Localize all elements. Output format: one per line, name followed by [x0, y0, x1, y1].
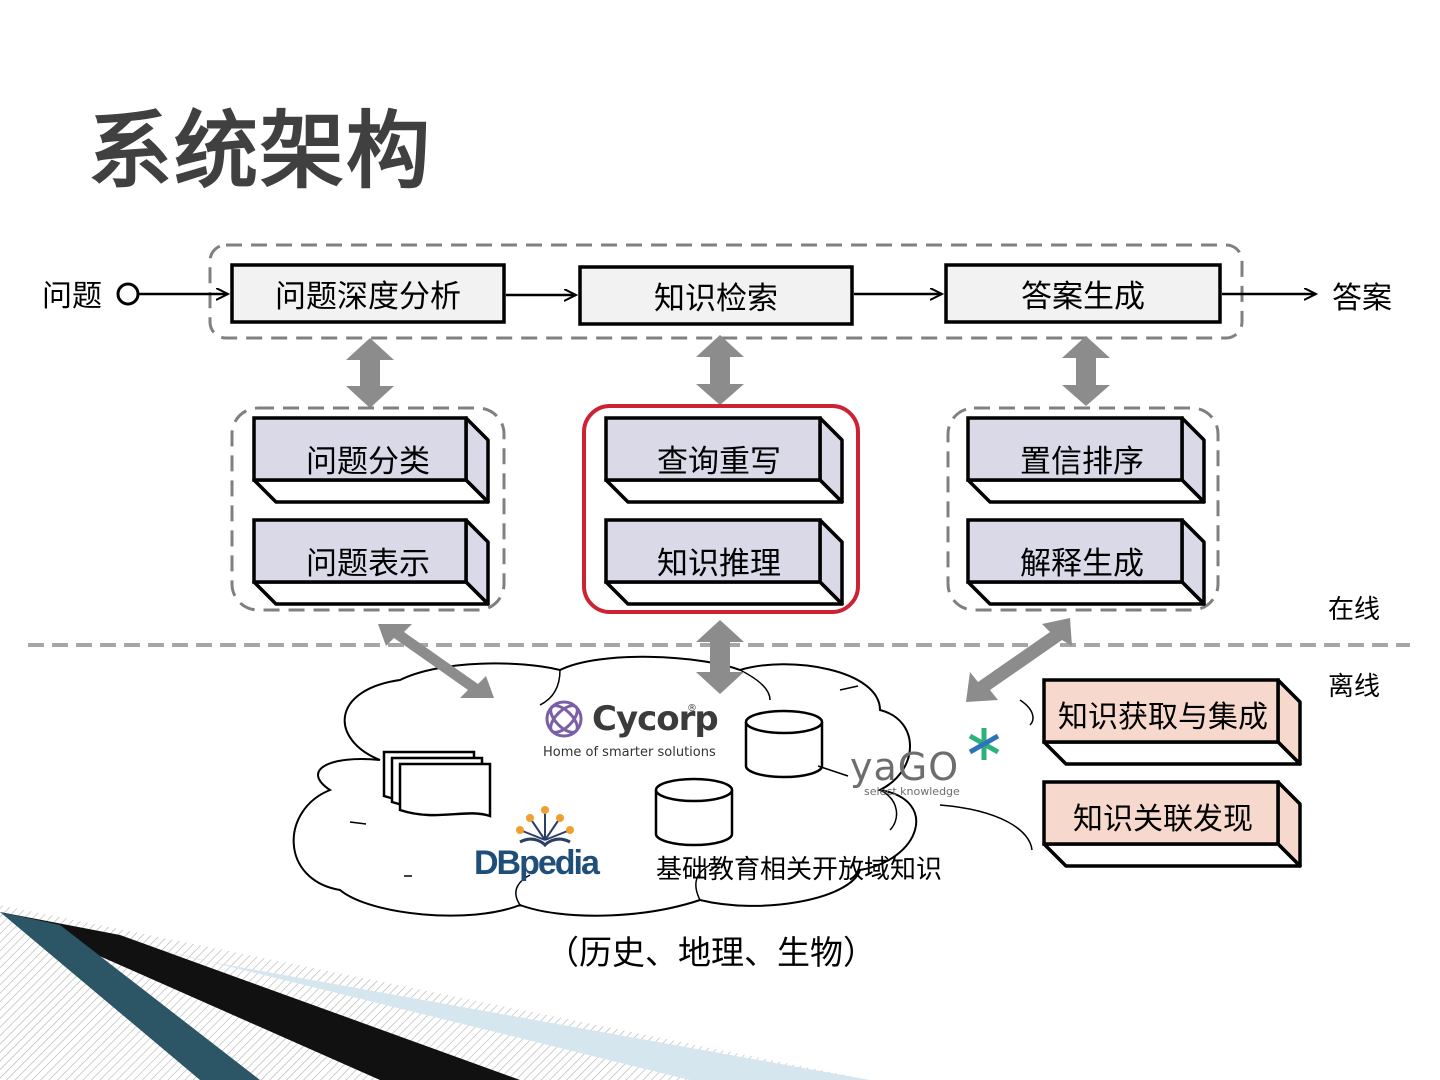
yago-logo-text: yaGO [850, 745, 960, 789]
database-icon [654, 709, 824, 847]
corner-decoration [0, 905, 870, 1080]
yago-star-icon [968, 728, 1000, 760]
module-group-left [230, 406, 506, 612]
flow-output-label: 答案 [1332, 281, 1392, 316]
vertical-arrows [346, 335, 1110, 408]
dbpedia-logo-icon [516, 806, 574, 848]
module-box-question-classification [252, 416, 490, 504]
stage-box-generation [944, 263, 1222, 324]
module-box-explanation-generation [966, 518, 1206, 606]
stage-label-generation: 答案生成 [1021, 279, 1145, 315]
module-box-confidence-ranking [966, 416, 1206, 504]
cycorp-registered-mark: ® [687, 703, 697, 714]
cycorp-logo-text: Cycorp [592, 699, 719, 739]
stage-label-analysis: 问题深度分析 [275, 279, 461, 315]
offline-task-boxes [1042, 678, 1302, 868]
module-box-query-rewrite [604, 416, 844, 504]
offline-box-association [1042, 780, 1302, 868]
cycorp-tagline: Home of smarter solutions [543, 745, 716, 760]
stage-label-retrieval: 知识检索 [654, 281, 778, 317]
offline-task-acquisition: 知识获取与集成 [1058, 700, 1268, 735]
offline-box-acquisition [1042, 678, 1302, 766]
offline-task-association: 知识关联发现 [1073, 802, 1253, 837]
module-label-question-representation: 问题表示 [306, 545, 430, 582]
knowledge-subjects: （历史、地理、生物） [546, 933, 876, 972]
dbpedia-logo-text: DBpedia [474, 844, 600, 882]
module-boxes [252, 416, 1206, 606]
module-label-query-rewrite: 查询重写 [657, 443, 781, 480]
stage-box-analysis [230, 263, 506, 324]
pipeline-group [208, 243, 1244, 340]
page-title: 系统架构 [88, 102, 433, 200]
online-label: 在线 [1328, 595, 1381, 625]
module-box-question-representation [252, 518, 490, 606]
module-box-knowledge-reasoning [604, 518, 844, 606]
cloud-arrows [378, 618, 1072, 702]
cloud-folds [515, 669, 898, 906]
module-label-explanation-generation: 解释生成 [1020, 545, 1144, 582]
module-label-knowledge-reasoning: 知识推理 [657, 545, 781, 582]
document-stack-icon [382, 750, 492, 818]
offline-label: 离线 [1328, 672, 1381, 702]
yago-tagline: select knowledge [864, 785, 960, 798]
module-group-right [946, 406, 1220, 612]
cycorp-logo-icon [545, 700, 583, 738]
module-label-confidence-ranking: 置信排序 [1020, 443, 1144, 480]
input-node [116, 282, 140, 306]
knowledge-caption: 基础教育相关开放域知识 [656, 855, 943, 885]
stage-box-retrieval [578, 265, 854, 326]
flow-input-label: 问题 [42, 279, 102, 314]
module-group-center [582, 404, 860, 614]
module-label-question-classification: 问题分类 [306, 443, 430, 480]
